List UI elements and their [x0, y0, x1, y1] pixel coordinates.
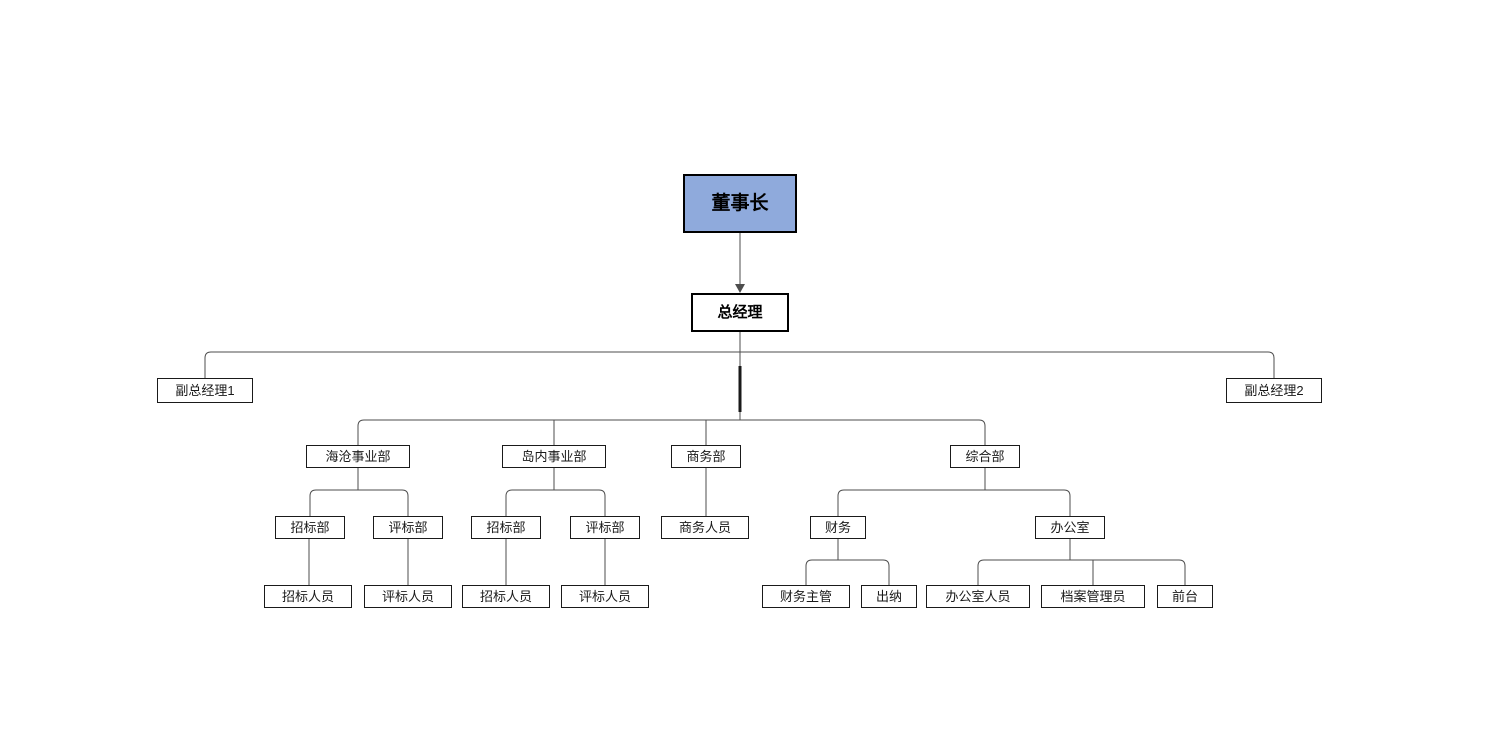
org-node-deputy-gm-2[interactable]: 副总经理2 — [1226, 378, 1322, 403]
org-node-finance-supervisor[interactable]: 财务主管 — [762, 585, 850, 608]
org-node-daonei-division[interactable]: 岛内事业部 — [502, 445, 606, 468]
org-node-haicang-division[interactable]: 海沧事业部 — [306, 445, 410, 468]
org-node-haicang-bidding-staff[interactable]: 招标人员 — [264, 585, 352, 608]
org-node-office-staff[interactable]: 办公室人员 — [926, 585, 1030, 608]
arrowhead-icon — [735, 284, 745, 293]
connector — [309, 489, 409, 516]
org-node-daonei-evaluation-staff[interactable]: 评标人员 — [561, 585, 649, 608]
org-node-cashier[interactable]: 出纳 — [861, 585, 917, 608]
connector — [977, 559, 1186, 585]
org-node-commerce-staff[interactable]: 商务人员 — [661, 516, 749, 539]
org-node-deputy-gm-1[interactable]: 副总经理1 — [157, 378, 253, 403]
org-node-front-desk[interactable]: 前台 — [1157, 585, 1213, 608]
org-node-commerce-dept[interactable]: 商务部 — [671, 445, 741, 468]
org-node-daonei-bidding-staff[interactable]: 招标人员 — [462, 585, 550, 608]
connector — [505, 489, 606, 516]
org-node-office[interactable]: 办公室 — [1035, 516, 1105, 539]
org-node-general-manager[interactable]: 总经理 — [691, 293, 789, 332]
org-node-haicang-evaluation-dept[interactable]: 评标部 — [373, 516, 443, 539]
org-node-haicang-evaluation-staff[interactable]: 评标人员 — [364, 585, 452, 608]
org-node-finance[interactable]: 财务 — [810, 516, 866, 539]
org-node-general-affairs-dept[interactable]: 综合部 — [950, 445, 1020, 468]
org-node-daonei-bidding-dept[interactable]: 招标部 — [471, 516, 541, 539]
org-node-haicang-bidding-dept[interactable]: 招标部 — [275, 516, 345, 539]
connector — [357, 419, 986, 445]
org-node-archive-manager[interactable]: 档案管理员 — [1041, 585, 1145, 608]
org-node-chairman[interactable]: 董事长 — [683, 174, 797, 233]
org-node-daonei-evaluation-dept[interactable]: 评标部 — [570, 516, 640, 539]
connector — [805, 559, 890, 585]
connector — [204, 351, 1275, 378]
connector — [837, 489, 1071, 516]
